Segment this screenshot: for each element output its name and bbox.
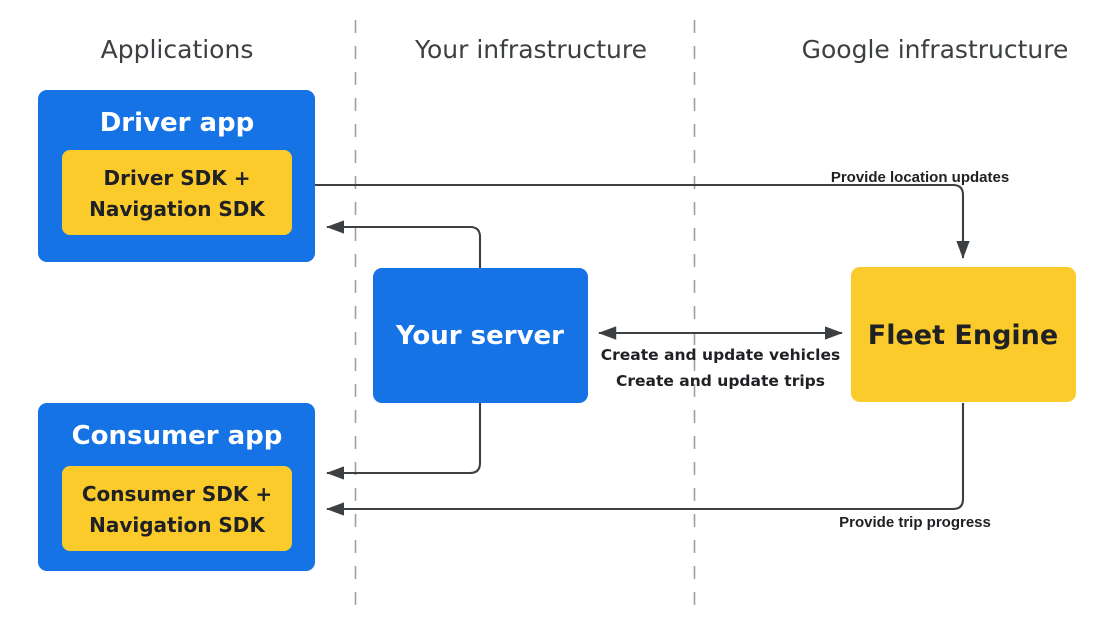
node-fleet-engine[interactable]: Fleet Engine — [851, 267, 1076, 402]
column-headers: Applications Your infrastructure Google … — [101, 35, 1069, 64]
edge-labels: Provide location updates Create and upda… — [601, 169, 1009, 531]
node-consumer-app[interactable]: Consumer app Consumer SDK + Navigation S… — [38, 403, 315, 571]
column-header-your-infrastructure: Your infrastructure — [414, 35, 647, 64]
label-provide-location-updates: Provide location updates — [831, 169, 1009, 186]
node-your-server[interactable]: Your server — [373, 268, 588, 403]
driver-app-title: Driver app — [100, 108, 255, 138]
driver-sdk-label-line2: Navigation SDK — [89, 197, 266, 221]
driver-sdk-box[interactable] — [62, 150, 292, 235]
consumer-sdk-label-line1: Consumer SDK + — [82, 482, 272, 506]
fleet-engine-title: Fleet Engine — [868, 320, 1058, 351]
label-create-update-vehicles: Create and update vehicles — [601, 346, 841, 364]
label-provide-trip-progress: Provide trip progress — [839, 514, 991, 531]
column-header-applications: Applications — [101, 35, 254, 64]
column-header-google-infrastructure: Google infrastructure — [802, 35, 1069, 64]
edge-driver-sdk-to-fleet-engine — [310, 183, 970, 259]
edge-your-server-to-driver-app — [326, 220, 482, 268]
connectors — [310, 183, 970, 516]
your-server-title: Your server — [395, 321, 564, 351]
consumer-app-title: Consumer app — [72, 421, 283, 451]
node-driver-app[interactable]: Driver app Driver SDK + Navigation SDK — [38, 90, 315, 262]
driver-sdk-label-line1: Driver SDK + — [104, 166, 251, 190]
your-server-box[interactable] — [373, 268, 588, 403]
edge-fleet-engine-to-consumer-sdk — [326, 403, 965, 516]
label-create-update-trips: Create and update trips — [616, 372, 825, 390]
consumer-sdk-label-line2: Navigation SDK — [89, 513, 266, 537]
consumer-sdk-box[interactable] — [62, 466, 292, 551]
edge-your-server-to-consumer-app — [326, 403, 482, 480]
fleet-engine-box[interactable] — [851, 267, 1076, 402]
column-separators — [354, 20, 696, 606]
